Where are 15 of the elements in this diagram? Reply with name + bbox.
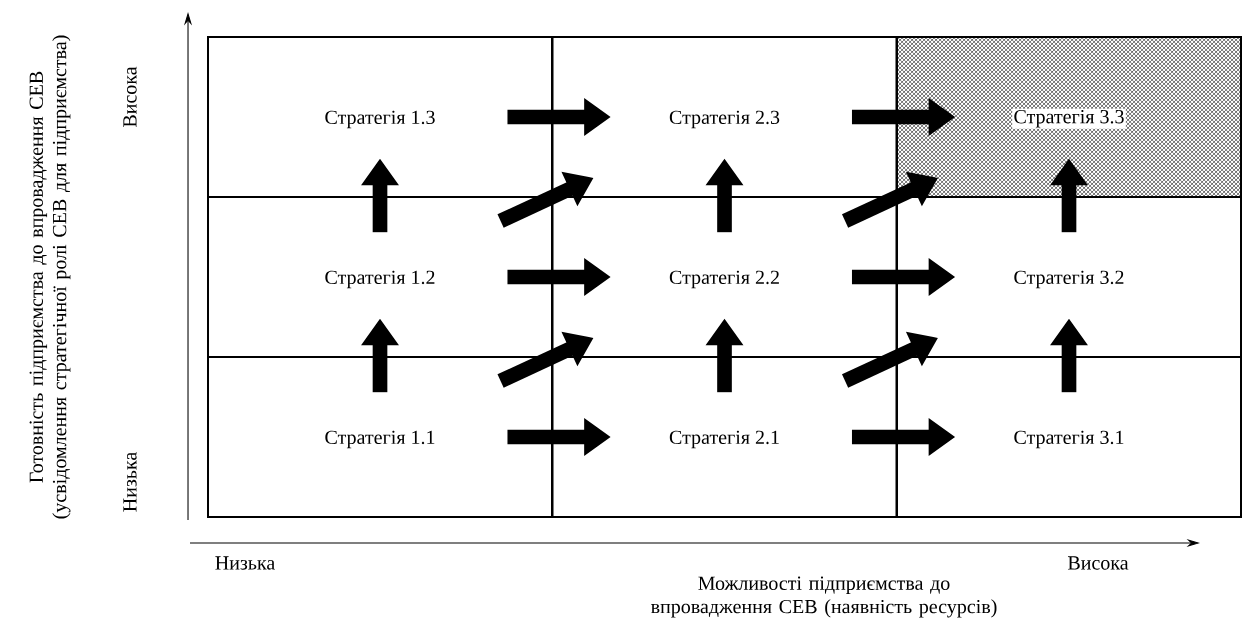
strategy-cell: Стратегія 2.1 — [551, 356, 898, 518]
strategy-cell: Стратегія 3.1 — [896, 356, 1242, 518]
axis-title: Можливості підприємства до впровадження СЕВ (наявність ресурсів) — [651, 576, 997, 618]
strategy-cell: Стратегія 1.1 — [207, 356, 553, 518]
strategy-cell: Стратегія 1.3 — [207, 36, 553, 198]
axis-title: Готовність підприємства до впровадження СЕВ (усвідомлення стратегічної ролі СЕВ для підприємства) — [29, 35, 71, 519]
strategy-cell: Стратегія 2.3 — [551, 36, 898, 198]
strategy-cell: Стратегія 3.2 — [896, 196, 1242, 358]
axis-label: Низька — [215, 556, 275, 570]
axis-label: Низька — [123, 452, 137, 512]
axis-label: Висока — [123, 66, 137, 127]
hatched-strategy-cell: Стратегія 3.3 — [896, 36, 1242, 198]
axis-label: Висока — [1068, 556, 1129, 570]
strategy-cell: Стратегія 2.2 — [551, 196, 898, 358]
strategy-cell: Стратегія 1.2 — [207, 196, 553, 358]
